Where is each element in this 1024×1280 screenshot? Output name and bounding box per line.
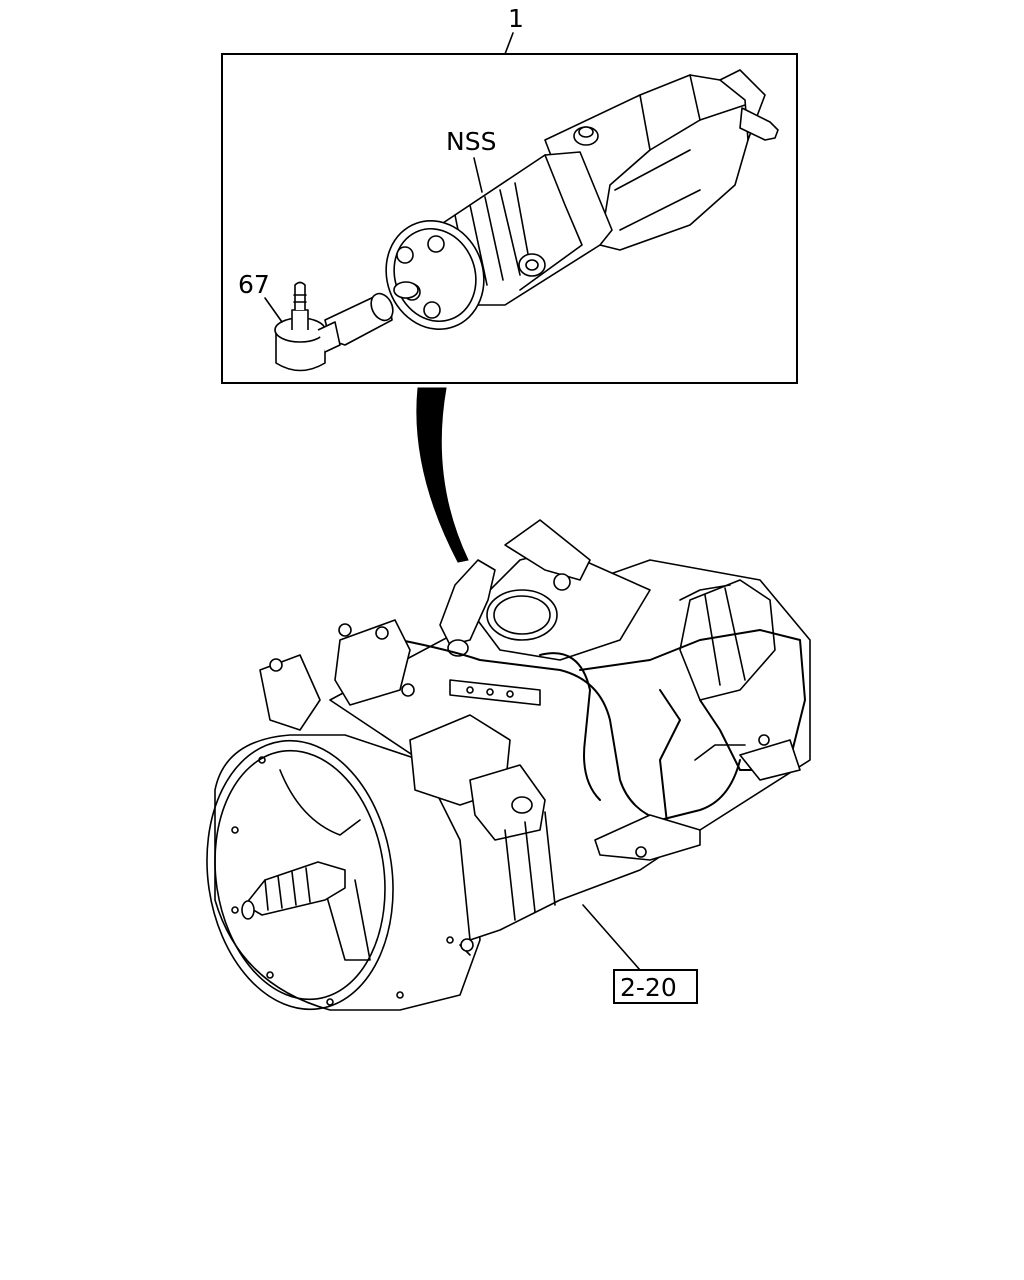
leader-ref	[582, 904, 641, 971]
leader-part-67	[264, 297, 283, 323]
location-arrow	[416, 387, 469, 563]
label-assembly-1: 1	[508, 4, 524, 33]
label-ref-2-20: 2-20	[620, 973, 677, 1002]
ball-joint-67	[274, 281, 341, 372]
transmission-assembly	[206, 519, 811, 1011]
label-nss: NSS	[446, 127, 496, 156]
shift-cylinder	[385, 69, 779, 331]
leader-assembly-1	[504, 32, 514, 55]
label-part-67: 67	[238, 270, 270, 299]
detail-inset-box	[221, 53, 798, 384]
ref-box	[613, 969, 698, 1004]
leader-nss	[473, 157, 483, 193]
